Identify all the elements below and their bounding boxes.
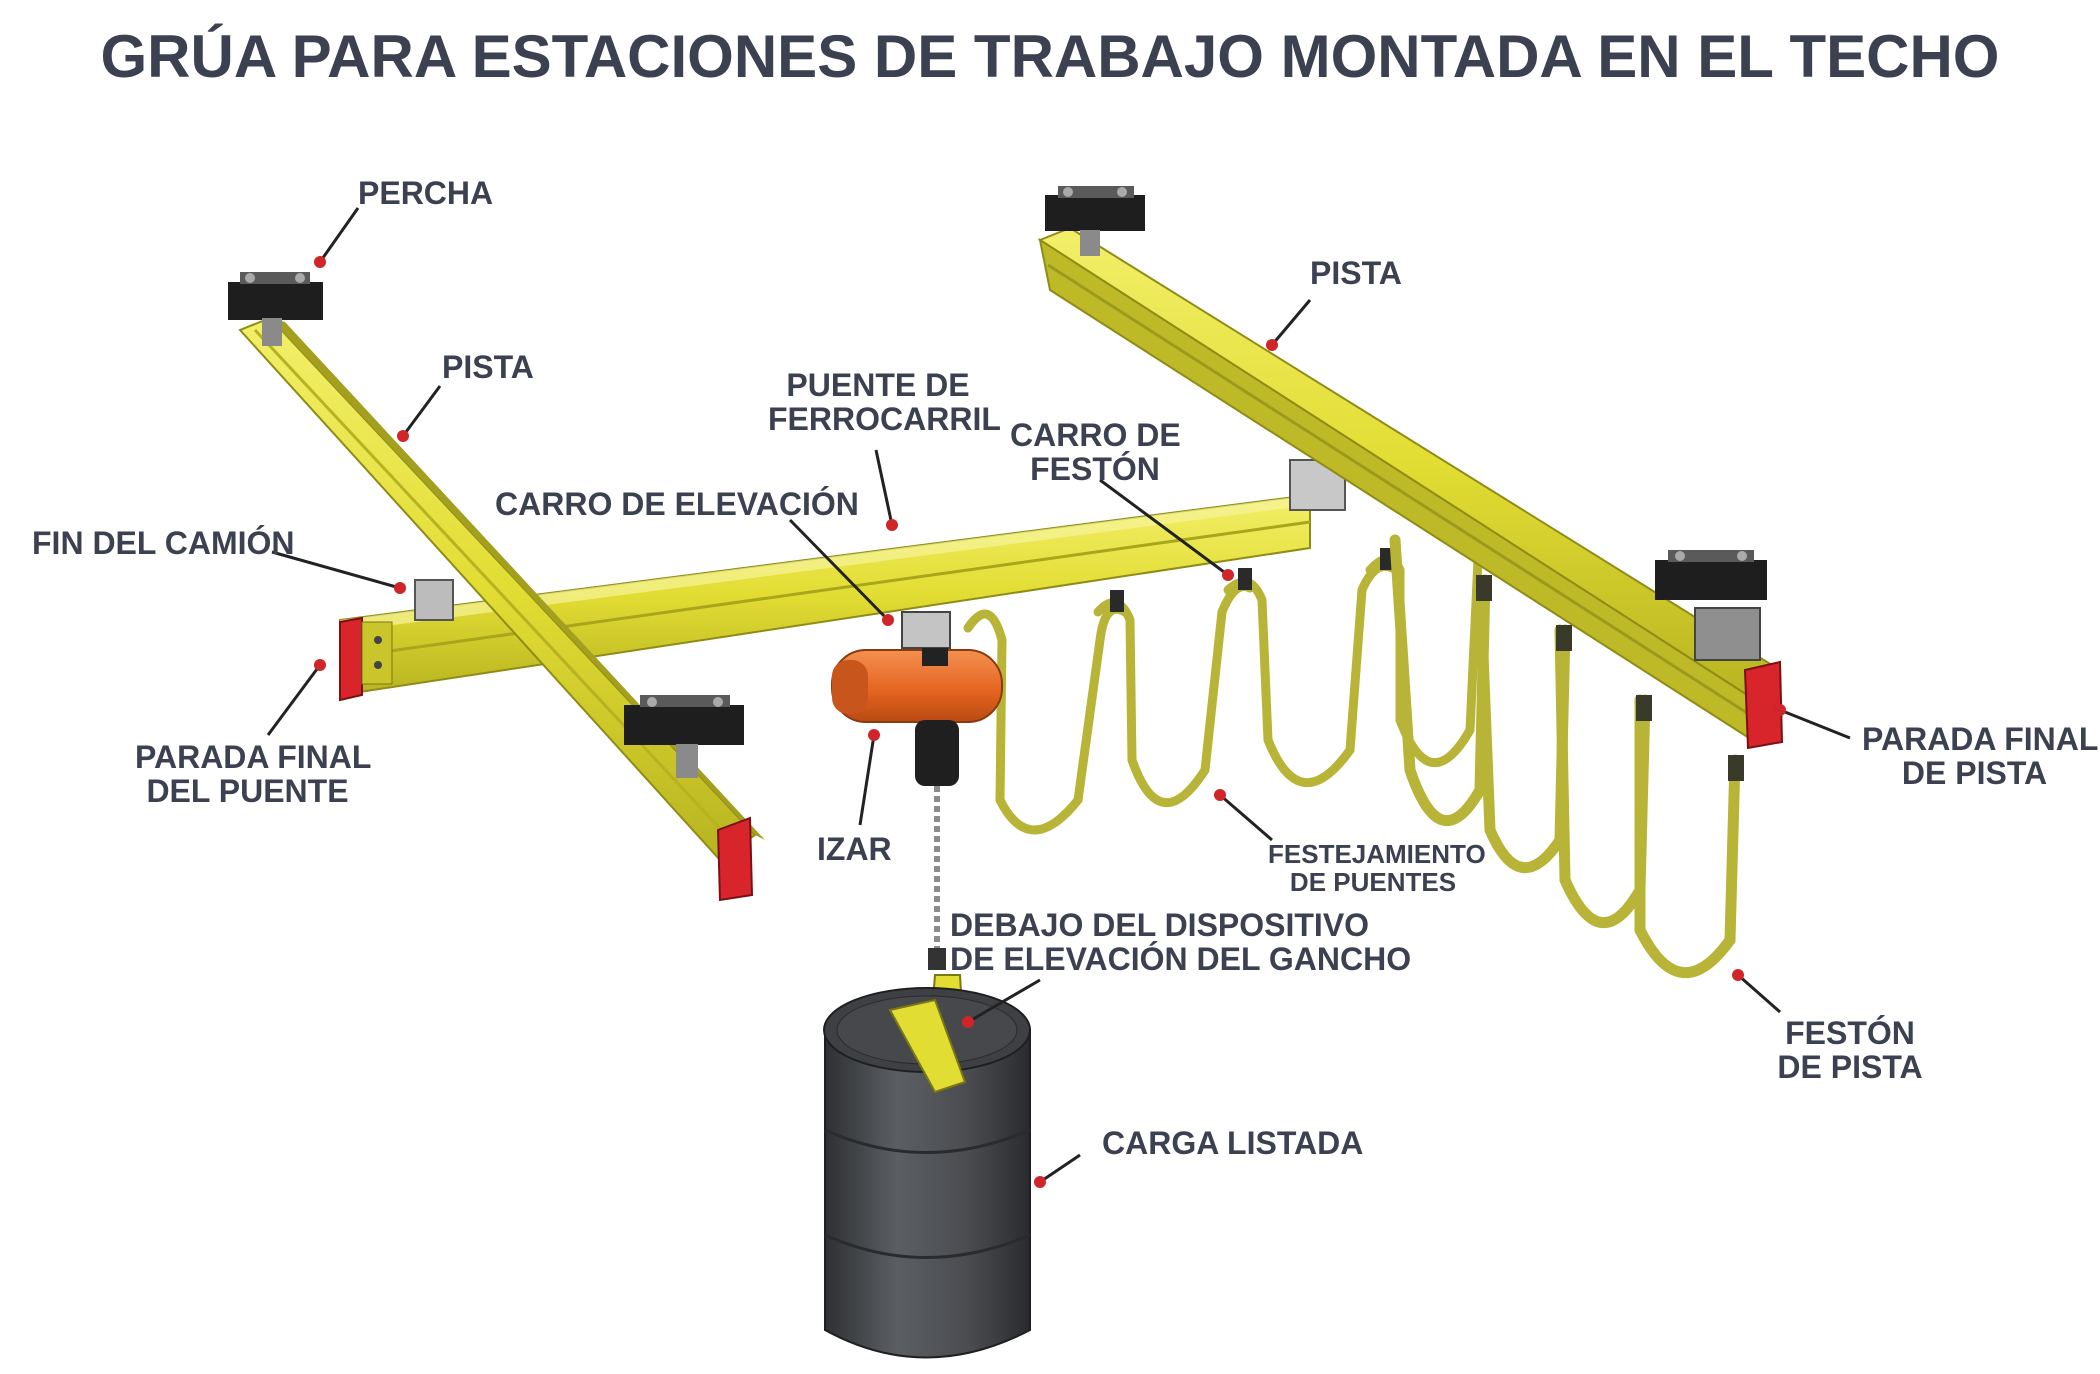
leader-carga-listada: [1039, 1153, 1081, 1184]
label-pista-right: PISTA: [1310, 255, 1402, 291]
leader-festejamiento: [1219, 793, 1273, 842]
left-runway: [228, 272, 765, 902]
runway-festoon-loop-4: [1634, 694, 1741, 979]
festoon-carrier: [1238, 568, 1252, 590]
runway-festoon-loop-3: [1554, 624, 1651, 928]
leader-carro-elevacion: [788, 518, 890, 622]
festoon-loop-4: [1365, 554, 1483, 767]
hanger-bracket-top-right: [1045, 186, 1145, 256]
label-carro-de-feston: CARRO DE FESTÓN: [1010, 417, 1181, 487]
festoon-loop-2: [1093, 582, 1255, 807]
festoon-loop-3: [1223, 561, 1397, 787]
label-parada-final-de-pista: PARADA FINAL DE PISTA: [1862, 721, 2099, 791]
leader-pista-left: [401, 385, 442, 437]
label-puente-de-ferrocarril: PUENTE DE FERROCARRIL: [768, 367, 1001, 437]
runway-festoon-carrier: [1476, 575, 1492, 601]
leader-percha: [318, 207, 360, 263]
runway-festoon-carrier: [1556, 625, 1572, 651]
hanger-bracket-top-left: [228, 272, 323, 346]
leader-puente-ferrocarril: [874, 449, 894, 526]
load-drum: [823, 987, 1031, 1359]
label-carga-listada: CARGA LISTADA: [1102, 1125, 1364, 1161]
runway-end-stop-left: [716, 816, 754, 902]
label-percha: PERCHA: [358, 175, 494, 211]
leader-parada-puente: [266, 664, 322, 736]
hanger-bracket-mid-right: [1655, 550, 1767, 600]
label-feston-de-pista: FESTÓN DE PISTA: [1777, 1015, 1923, 1085]
runway-festoon-carrier: [1636, 695, 1652, 721]
label-izar: IZAR: [817, 831, 892, 867]
label-festejamiento-de-puentes: FESTEJAMIENTO DE PUENTES: [1268, 839, 1486, 897]
hanger-bracket-bottom-left: [624, 695, 744, 778]
diagram-title: GRÚA PARA ESTACIONES DE TRABAJO MONTADA …: [100, 23, 2000, 90]
leader-carro-feston: [1099, 478, 1229, 577]
runway-festoon: [1389, 534, 1741, 979]
leader-parada-pista: [1779, 708, 1851, 740]
label-fin-del-camion: FIN DEL CAMIÓN: [32, 525, 295, 561]
label-carro-de-elevacion: CARRO DE ELEVACIÓN: [495, 486, 859, 522]
runway-festoon-loop-2: [1474, 574, 1571, 873]
festoon-carrier: [1110, 590, 1124, 612]
label-parada-final-del-puente: PARADA FINAL DEL PUENTE: [135, 739, 372, 809]
leader-izar: [858, 734, 876, 826]
festoon-loop-1: [963, 604, 1130, 835]
runway-festoon-carrier: [1728, 755, 1744, 781]
hoist-chain-container: [915, 720, 959, 786]
label-debajo-del-dispositivo: DEBAJO DEL DISPOSITIVO DE ELEVACIÓN DEL …: [950, 907, 1412, 977]
leader-lines: [266, 207, 1851, 1184]
leader-debajo-dispositivo: [967, 978, 1041, 1024]
right-runway: [1037, 186, 1784, 750]
end-truck-left: [414, 579, 454, 621]
hoist-trolley: [901, 611, 951, 649]
label-pista-left: PISTA: [442, 349, 534, 385]
runway-end-stop-right: [1743, 660, 1784, 750]
leader-feston-pista: [1737, 973, 1781, 1014]
bridge-end-stop: [339, 616, 363, 702]
leader-dots: [314, 256, 1786, 1188]
leader-fin-camion: [271, 550, 401, 590]
leader-pista-right: [1270, 299, 1312, 346]
runway-festoon-loop-1: [1389, 534, 1491, 827]
hoist-assembly: [831, 611, 1003, 970]
